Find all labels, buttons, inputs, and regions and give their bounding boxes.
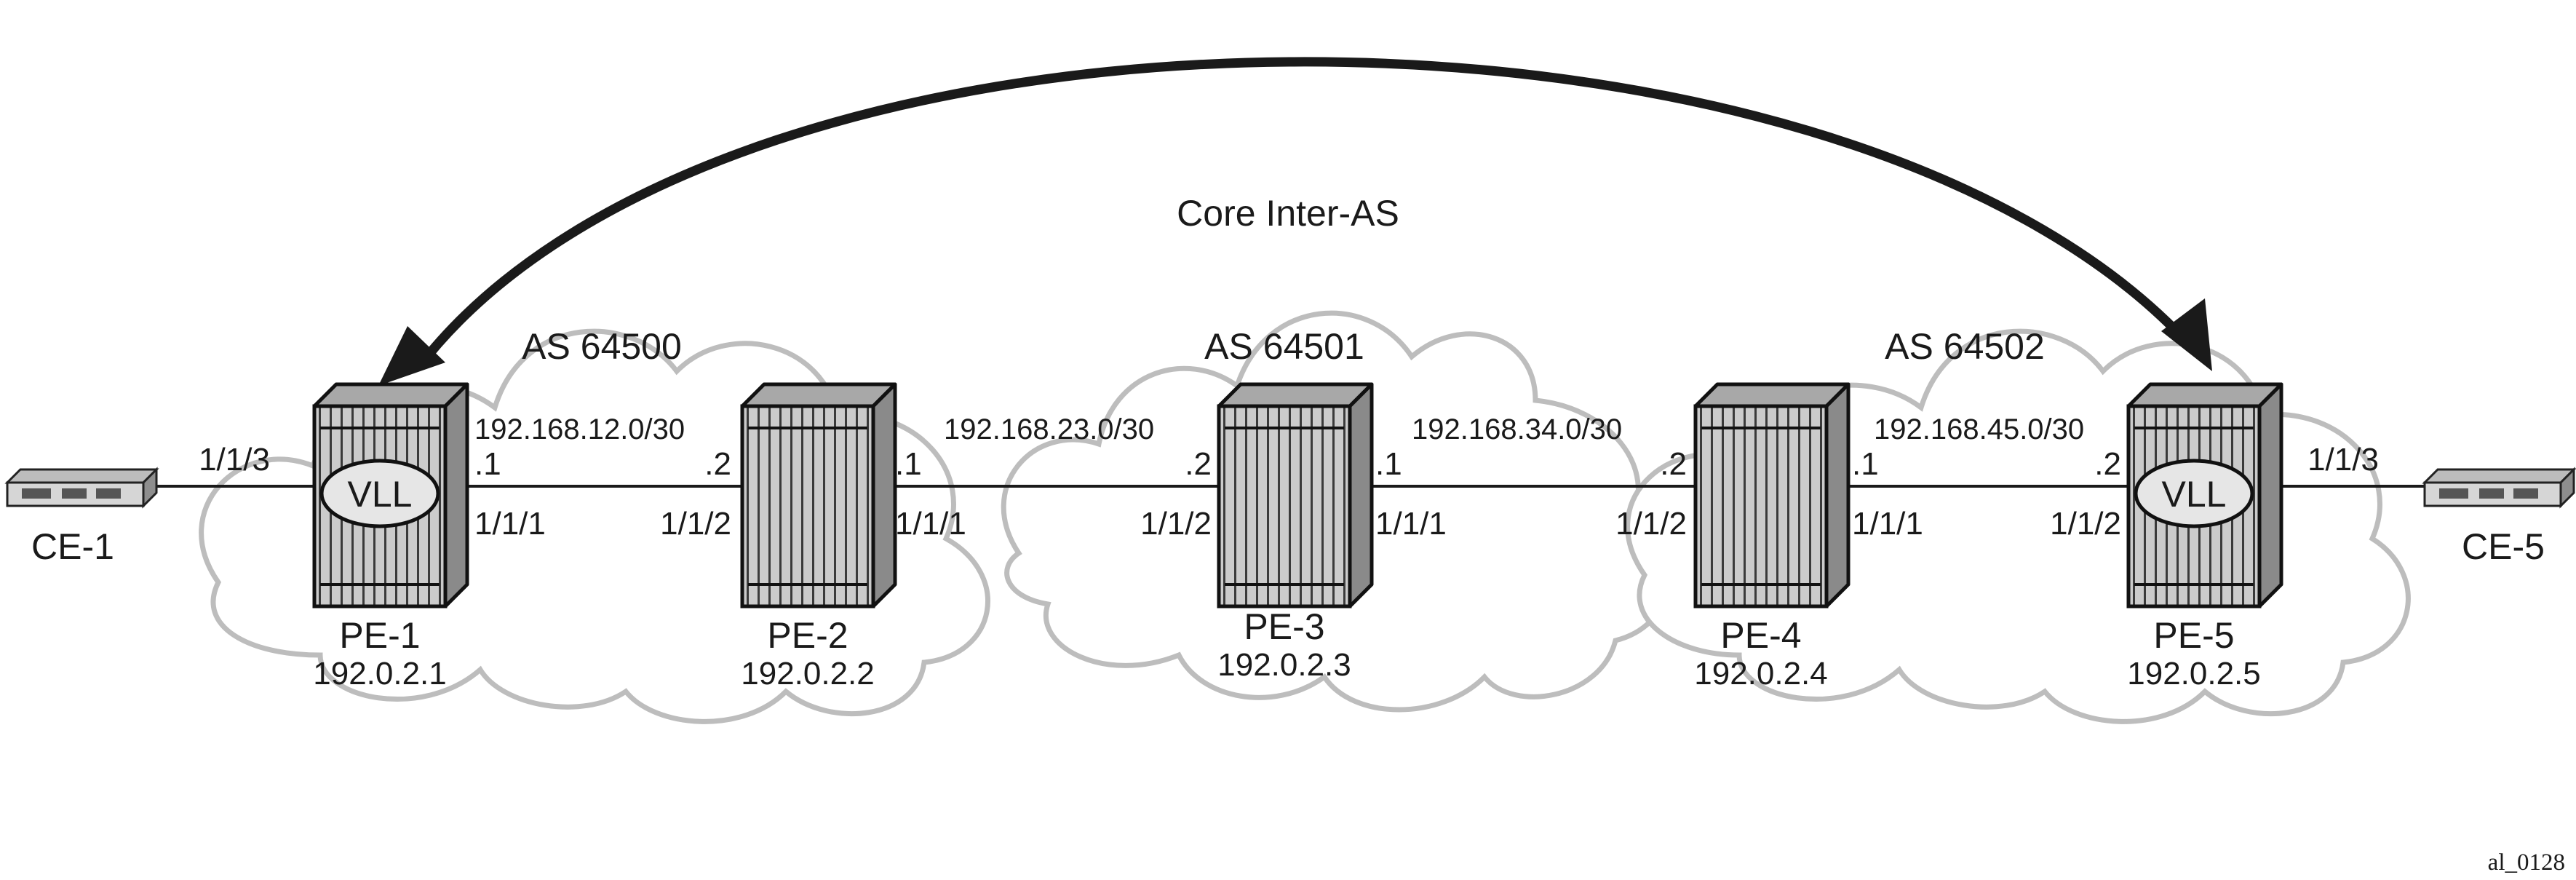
link-host-pe2-a: .1: [895, 446, 922, 482]
link-host-pe3-a: .1: [1375, 446, 1402, 482]
ce-name-ce5: CE-5: [2462, 526, 2545, 567]
link-host-pe1-a: .1: [474, 446, 501, 482]
link-host-pe2-b: .2: [704, 446, 731, 482]
link-port-pe2-a: 1/1/1: [895, 506, 966, 542]
link-subnet-34: 192.168.34.0/30: [1412, 413, 1622, 445]
ce-name-ce1: CE-1: [31, 526, 114, 567]
link-subnet-12: 192.168.12.0/30: [474, 413, 685, 445]
pe-ip-pe3: 192.0.2.3: [1217, 647, 1351, 683]
ce-port-ce5: 1/1/3: [2307, 442, 2379, 477]
ce-device-ce5: [2423, 468, 2575, 507]
router-pe2: [742, 384, 895, 606]
link-host-pe3-b: .2: [1185, 446, 1212, 482]
link-port-pe3-b: 1/1/2: [1140, 506, 1212, 542]
router-pe4: [1696, 384, 1848, 606]
router-pe3: [1219, 384, 1372, 606]
figure-id: al_0128: [2488, 849, 2565, 876]
link-port-pe3-a: 1/1/1: [1375, 506, 1447, 542]
ce-device-ce1: [6, 468, 158, 507]
link-host-pe4-a: .1: [1852, 446, 1879, 482]
arc-arrowhead-right: [2161, 298, 2212, 371]
link-port-pe1-a: 1/1/1: [474, 506, 546, 542]
link-subnet-45: 192.168.45.0/30: [1874, 413, 2084, 445]
pe-name-pe2: PE-2: [767, 615, 848, 656]
as-label-64500: AS 64500: [522, 326, 682, 367]
pe-name-pe1: PE-1: [339, 615, 420, 656]
svg-text:VLL: VLL: [2162, 474, 2227, 515]
link-host-pe4-b: .2: [1660, 446, 1687, 482]
pe-name-pe3: PE-3: [1244, 606, 1324, 647]
pe-name-pe4: PE-4: [1720, 615, 1801, 656]
link-port-pe5-b: 1/1/2: [2050, 506, 2121, 542]
diagram-title: Core Inter-AS: [1177, 193, 1399, 234]
ce-port-ce1: 1/1/3: [199, 442, 270, 477]
as-label-64501: AS 64501: [1204, 326, 1364, 367]
pe-name-pe5: PE-5: [2153, 615, 2234, 656]
vll-badge-pe1: VLL: [319, 459, 440, 528]
link-port-pe4-b: 1/1/2: [1615, 506, 1687, 542]
as-label-64502: AS 64502: [1885, 326, 2045, 367]
core-inter-as-arc: [378, 57, 2212, 386]
svg-text:VLL: VLL: [348, 474, 413, 515]
link-subnet-23: 192.168.23.0/30: [944, 413, 1154, 445]
link-host-pe5-b: .2: [2094, 446, 2121, 482]
pe-ip-pe1: 192.0.2.1: [313, 656, 447, 691]
pe-ip-pe4: 192.0.2.4: [1694, 656, 1828, 691]
pe-ip-pe2: 192.0.2.2: [741, 656, 875, 691]
pe-ip-pe5: 192.0.2.5: [2127, 656, 2261, 691]
vll-badge-pe5: VLL: [2134, 459, 2254, 528]
link-port-pe4-a: 1/1/1: [1852, 506, 1923, 542]
link-port-pe2-b: 1/1/2: [660, 506, 731, 542]
arc-arrowhead-left: [378, 326, 445, 386]
